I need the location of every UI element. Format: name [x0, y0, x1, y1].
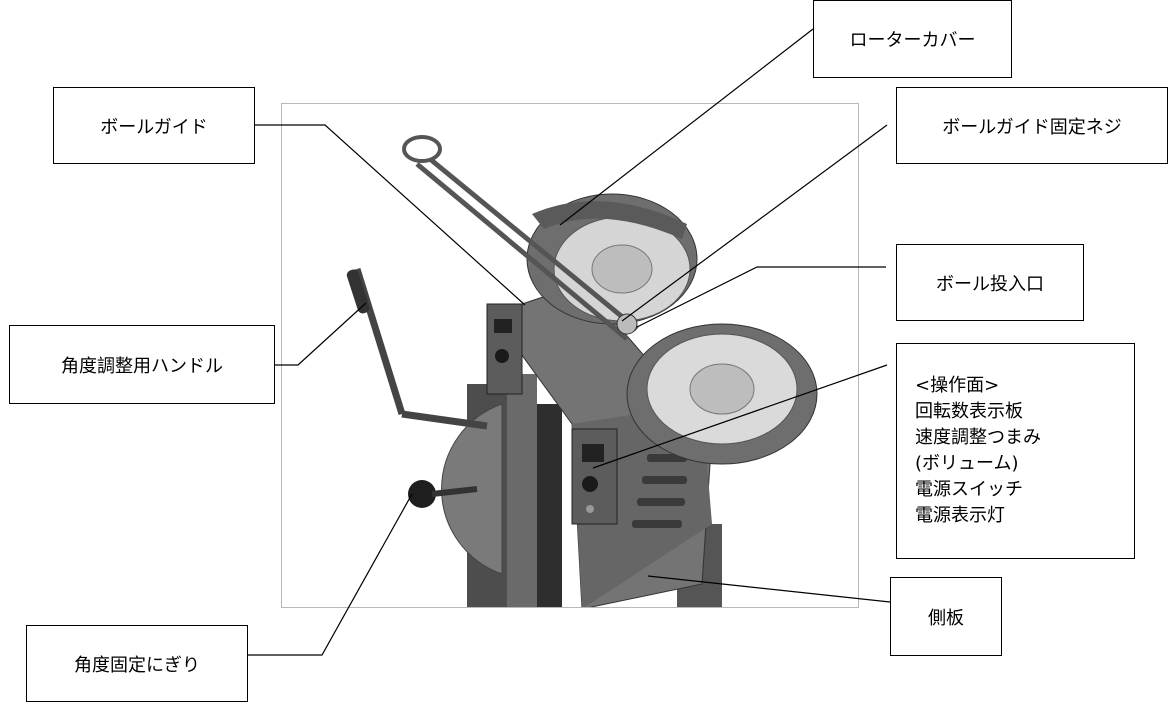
- label-ball-inlet-text: ボール投入口: [936, 273, 1044, 295]
- ball-guide-ring: [402, 135, 442, 163]
- control-panel-item: (ボリューム): [915, 453, 1019, 474]
- rpm-display: [582, 444, 604, 462]
- angle-handle-crank: [401, 410, 488, 430]
- upper-panel: [486, 303, 523, 395]
- label-ball-inlet: ボール投入口: [896, 244, 1084, 321]
- control-panel-item: 回転数表示板: [915, 401, 1023, 422]
- power-indicator: [586, 505, 594, 513]
- label-control-panel: <操作面> 回転数表示板 速度調整つまみ (ボリューム) 電源スイッチ 電源表示…: [896, 343, 1135, 559]
- label-side-plate-text: 側板: [928, 607, 964, 629]
- label-ball-guide-text: ボールガイド: [100, 116, 208, 138]
- control-panel-item: 電源スイッチ: [915, 479, 1023, 500]
- label-angle-handle-text: 角度調整用ハンドル: [61, 355, 223, 377]
- label-rotor-cover: ローターカバー: [813, 0, 1012, 78]
- ball-inlet-ring: [616, 313, 638, 335]
- label-rotor-cover-text: ローターカバー: [849, 30, 976, 51]
- label-side-plate: 側板: [890, 577, 1002, 656]
- label-ball-guide: ボールガイド: [53, 87, 255, 164]
- label-angle-grip-text: 角度固定にぎり: [74, 654, 200, 676]
- lower-wheel-hub: [689, 363, 755, 415]
- label-ball-guide-screw: ボールガイド固定ネジ: [896, 87, 1168, 164]
- control-panel-item: 速度調整つまみ: [915, 427, 1041, 448]
- label-angle-handle: 角度調整用ハンドル: [9, 325, 275, 404]
- speed-knob: [582, 476, 598, 492]
- label-angle-grip: 角度固定にぎり: [26, 625, 248, 702]
- machine-photo: [281, 103, 859, 608]
- vent: [632, 520, 682, 528]
- vent: [637, 498, 685, 506]
- angle-grip-knob: [408, 480, 436, 508]
- vent: [642, 476, 687, 484]
- angle-grip-shaft: [431, 486, 478, 497]
- label-ball-guide-screw-text: ボールガイド固定ネジ: [942, 116, 1122, 138]
- stand-post: [507, 374, 537, 607]
- control-panel-item: 電源表示灯: [915, 505, 1005, 526]
- upper-wheel-hub: [591, 244, 653, 294]
- control-panel: [571, 428, 618, 525]
- pitching-machine-illustration: [346, 135, 818, 607]
- upper-knob: [495, 349, 509, 363]
- upper-display: [494, 319, 512, 333]
- control-panel-title: <操作面>: [915, 375, 1000, 396]
